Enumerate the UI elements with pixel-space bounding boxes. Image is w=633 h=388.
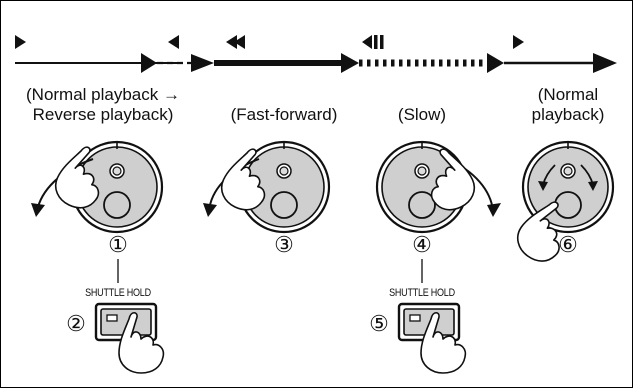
arrowhead-icon	[191, 54, 214, 72]
caption-normal-line1: (Normal	[537, 85, 599, 104]
arrowhead-icon	[593, 53, 617, 73]
fast-reverse-indicator-icon	[226, 35, 245, 49]
step-number-5: ⑤	[369, 311, 389, 336]
step-number-2: ②	[66, 311, 86, 336]
shuttle-hold-label: SHUTTLE HOLD	[85, 287, 151, 299]
reverse-indicator-icon	[168, 35, 179, 49]
caption-slow: (Slow)	[397, 105, 447, 124]
forward-indicator-icon	[15, 35, 26, 49]
playback-direction-arrows	[15, 35, 617, 73]
slow-indicator-icon	[362, 35, 384, 49]
forward-indicator-icon	[513, 35, 524, 49]
step-number-3: ③	[274, 232, 294, 257]
arrowhead-icon	[341, 53, 359, 73]
step-number-4: ④	[412, 232, 432, 257]
step-number-6: ⑥	[558, 232, 578, 257]
caption-normal-line2: playback)	[531, 105, 605, 124]
step-number-1: ①	[108, 232, 128, 257]
arrowhead-icon	[141, 53, 157, 73]
caption-normal-to-reverse-line2: Reverse playback)	[32, 105, 174, 124]
shuttle-hold-label: SHUTTLE HOLD	[389, 287, 455, 299]
arrowhead-icon	[487, 53, 504, 73]
caption-normal-to-reverse-line1: (Normal playback →	[26, 85, 180, 104]
caption-fast-forward: (Fast-forward)	[230, 105, 338, 124]
